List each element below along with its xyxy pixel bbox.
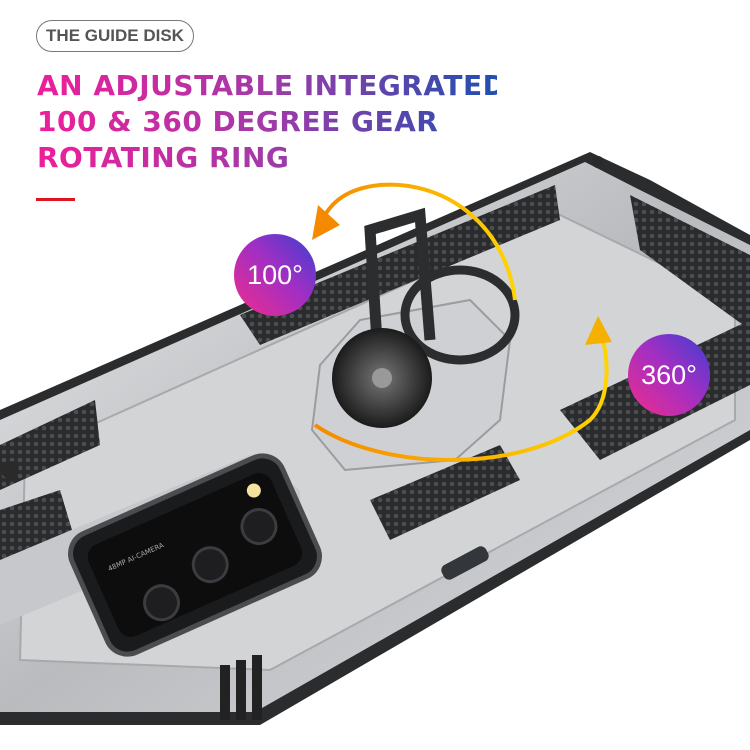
rotating-ring [310,207,520,472]
badge-360-degree: 360° [628,334,710,416]
headline-line: ROTATING RING [37,141,290,174]
grip-pad [0,400,100,490]
accent-divider [36,198,75,201]
grip-pad [630,195,750,330]
camera-module: 48MP AI-CAMERA [68,453,322,657]
headline-line: 100 & 360 DEGREE GEAR [37,105,439,138]
grip-pad [370,445,520,540]
rotation-arrows [312,182,612,462]
badge-100-degree: 100° [234,234,316,316]
label-pill: THE GUIDE DISK [36,20,194,52]
headline-line: AN ADJUSTABLE INTEGRATED [37,69,507,102]
headline: AN ADJUSTABLE INTEGRATED 100 & 360 DEGRE… [37,68,497,176]
